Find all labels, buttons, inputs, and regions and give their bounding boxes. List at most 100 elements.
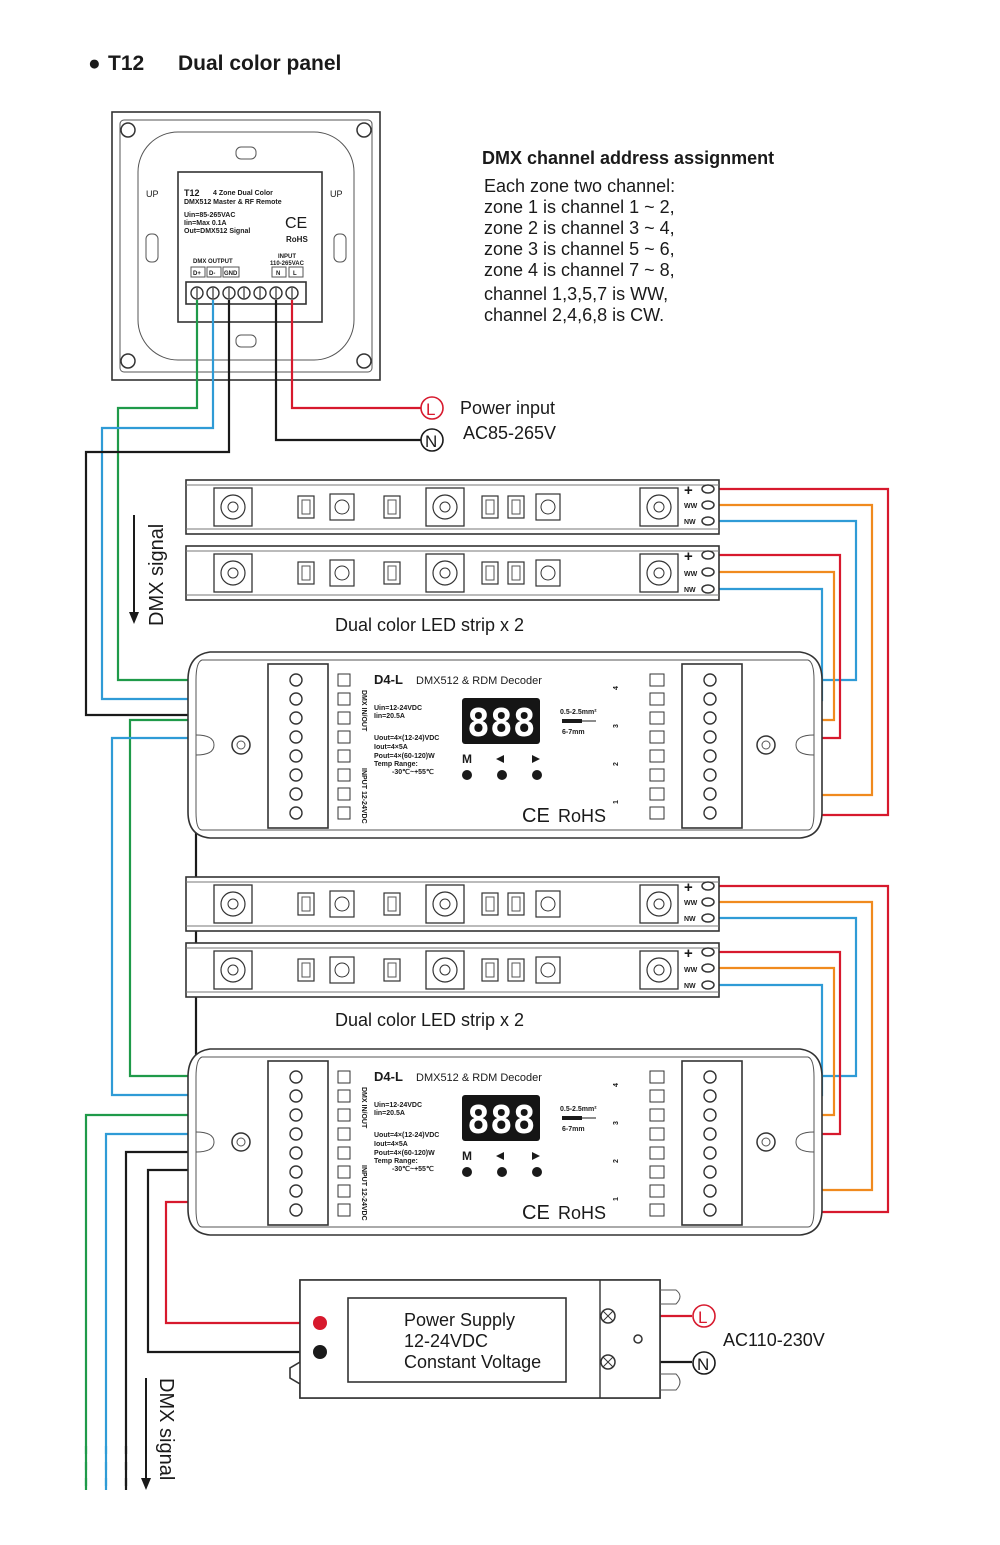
decoder-iout: Iout=4×5A xyxy=(374,744,408,751)
decoder-wire-size: 0.5-2.5mm² xyxy=(560,1106,597,1113)
decoder-wire-size: 0.5-2.5mm² xyxy=(560,709,597,716)
strip-nw: NW xyxy=(684,916,696,923)
right-button[interactable] xyxy=(532,1167,542,1177)
t12-panel: UP UP T12 4 Zone Dual Color DMX512 Maste… xyxy=(111,111,381,381)
decoder-dmx-side: DMX IN/OUT xyxy=(360,690,367,732)
dmx-signal-label: DMX signal xyxy=(146,524,168,626)
panel-input-v: 110-265VAC xyxy=(270,261,305,267)
m-button[interactable] xyxy=(462,770,472,780)
decoder-rohs: RoHS xyxy=(558,1203,606,1223)
right-button[interactable] xyxy=(532,770,542,780)
strip-caption: Dual color LED strip x 2 xyxy=(335,615,524,635)
decoder-strip-len: 6-7mm xyxy=(562,1126,585,1133)
strip-plus: + xyxy=(684,945,693,962)
svg-text:4: 4 xyxy=(613,1083,620,1087)
decoder-uin: Uin=12-24VDC xyxy=(374,1102,422,1109)
dmx-line: channel 1,3,5,7 is WW, xyxy=(484,284,668,304)
power-input-label: Power input xyxy=(460,398,555,418)
psu-line1: Power Supply xyxy=(404,1310,515,1330)
left-button[interactable] xyxy=(497,770,507,780)
panel-spec3: Out=DMX512 Signal xyxy=(184,228,250,235)
m-button[interactable] xyxy=(462,1167,472,1177)
decoder-strip-len: 6-7mm xyxy=(562,729,585,736)
decoder-temp-range: -30℃~+55℃ xyxy=(392,1165,434,1173)
strip-nw: NW xyxy=(684,519,696,526)
power-l: L xyxy=(426,400,435,419)
psu-line3: Constant Voltage xyxy=(404,1352,541,1372)
panel-term-gnd: GND xyxy=(224,271,238,277)
strip-nw: NW xyxy=(684,983,696,990)
led-strip: + WW NW xyxy=(185,876,720,932)
dmx-signal-arrow-top: DMX signal xyxy=(129,515,168,626)
decoder-input-side: INPUT 12-24VDC xyxy=(360,768,367,824)
svg-text:2: 2 xyxy=(613,1159,620,1163)
panel-term-n: N xyxy=(276,271,280,277)
decoder-iin: Iin=20.5A xyxy=(374,713,405,720)
dmx-line: channel 2,4,6,8 is CW. xyxy=(484,305,664,325)
psu-ac-voltage: AC110-230V xyxy=(723,1330,825,1350)
power-n: N xyxy=(425,432,437,451)
panel-spec1: Uin=85-265VAC xyxy=(184,212,235,219)
decoder-display: 888 xyxy=(467,1098,536,1142)
dmx-signal-arrow-bottom: DMX signal xyxy=(141,1378,177,1490)
up-label-right: UP xyxy=(330,189,343,199)
psu-n: N xyxy=(697,1355,709,1374)
psu-v-minus xyxy=(313,1345,327,1359)
bullet: ● xyxy=(88,52,101,75)
psu-line2: 12-24VDC xyxy=(404,1331,488,1351)
decoder-uout: Uout=4×(12-24)VDC xyxy=(374,735,439,742)
dmx-line: zone 1 is channel 1 ~ 2, xyxy=(484,197,675,217)
svg-text:2: 2 xyxy=(613,762,620,766)
decoder-iin: Iin=20.5A xyxy=(374,1110,405,1117)
decoder-pout: Pout=4×(60-120)W xyxy=(374,753,435,760)
strip-ww: WW xyxy=(684,571,698,578)
decoder-model: D4-L xyxy=(374,672,403,687)
up-label-left: UP xyxy=(146,189,159,199)
decoder-temp: Temp Range: xyxy=(374,761,418,768)
psu-v-plus xyxy=(313,1316,327,1330)
svg-text:3: 3 xyxy=(613,1121,620,1125)
strip-nw: NW xyxy=(684,587,696,594)
dmx-line: zone 3 is channel 5 ~ 6, xyxy=(484,239,675,259)
left-button[interactable] xyxy=(497,1167,507,1177)
decoder-model: D4-L xyxy=(374,1069,403,1084)
decoder-desc: DMX512 & RDM Decoder xyxy=(416,675,542,687)
decoder-pout: Pout=4×(60-120)W xyxy=(374,1150,435,1157)
strip-ww: WW xyxy=(684,900,698,907)
decoder-m-label: M xyxy=(462,752,472,766)
dmx-continuation xyxy=(84,1446,128,1490)
decoder-m-label: M xyxy=(462,1149,472,1163)
decoder-display: 888 xyxy=(467,701,536,745)
dmx-signal-label-bottom: DMX signal xyxy=(155,1378,177,1480)
d4l-decoder: D4-L DMX512 & RDM Decoder Uin=12-24VDC I… xyxy=(187,651,823,839)
dmx-lines: Each zone two channel: zone 1 is channel… xyxy=(484,176,675,325)
strip-caption: Dual color LED strip x 2 xyxy=(335,1010,524,1030)
decoder-temp: Temp Range: xyxy=(374,1158,418,1165)
panel-rohs: RoHS xyxy=(286,235,308,244)
dmx-heading: DMX channel address assignment xyxy=(482,148,774,168)
strip-ww: WW xyxy=(684,503,698,510)
dmx-line: zone 4 is channel 7 ~ 8, xyxy=(484,260,675,280)
panel-term-l: L xyxy=(293,271,297,277)
panel-ce-mark: CE xyxy=(285,215,307,232)
svg-text:1: 1 xyxy=(613,1197,620,1201)
decoder-temp-range: -30℃~+55℃ xyxy=(392,768,434,776)
strip-ww: WW xyxy=(684,967,698,974)
decoder-iout: Iout=4×5A xyxy=(374,1141,408,1148)
decoder-dmx-side: DMX IN/OUT xyxy=(360,1087,367,1129)
panel-sub: DMX512 Master & RF Remote xyxy=(184,199,282,206)
decoder-ce: CE xyxy=(522,805,550,827)
svg-text:3: 3 xyxy=(613,724,620,728)
decoder-rohs: RoHS xyxy=(558,806,606,826)
svg-text:4: 4 xyxy=(613,686,620,690)
psu-l: L xyxy=(698,1308,707,1327)
panel-model: T12 xyxy=(184,188,200,198)
panel-dmx-output: DMX OUTPUT xyxy=(193,259,233,265)
panel-desc: 4 Zone Dual Color xyxy=(213,190,273,197)
panel-spec2: Iin=Max 0.1A xyxy=(184,220,227,227)
header-model: T12 xyxy=(108,52,144,75)
strip-plus: + xyxy=(684,548,693,565)
power-input-voltage: AC85-265V xyxy=(463,423,556,443)
panel-term-dm: D- xyxy=(209,271,215,277)
